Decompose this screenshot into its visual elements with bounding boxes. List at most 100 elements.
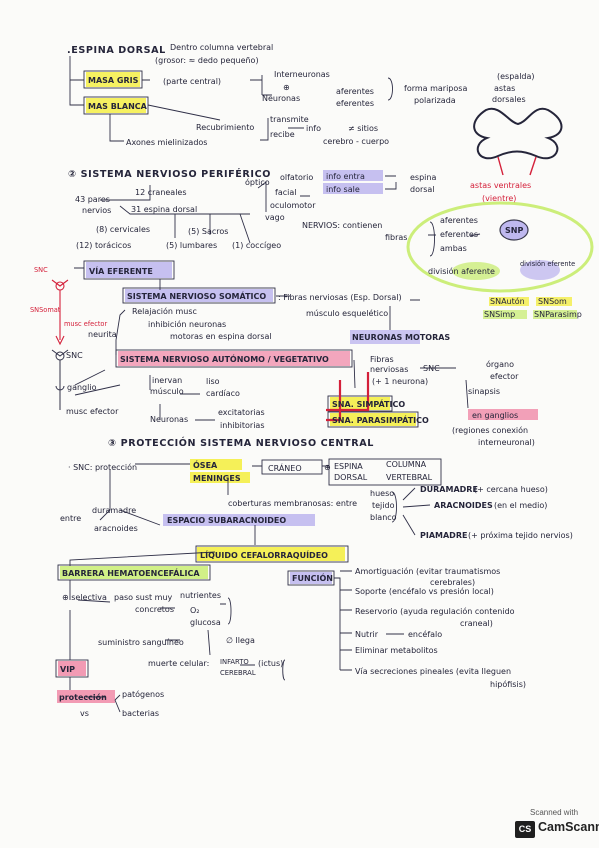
text-dorsales: dorsales — [492, 95, 526, 104]
butterfly-drawing — [473, 107, 563, 160]
text-sacros: (5) Sacros — [188, 227, 228, 236]
label-aracnoides: ARACNOIDES — [434, 501, 493, 510]
text-snc-pink: SNC — [34, 266, 48, 274]
text-f-eferentes: eferentes — [440, 230, 478, 239]
text-o2: O₂ — [190, 606, 200, 615]
text-paso: paso sust muy — [114, 593, 173, 602]
text-espina: espina — [410, 173, 436, 182]
text-entre: entre — [60, 514, 81, 523]
text-grosor: (grosor: ≈ dedo pequeño) — [155, 56, 259, 65]
text-nerviosas: nerviosas — [370, 365, 408, 374]
text-eferentes: eferentes — [336, 99, 374, 108]
label-meninges: MENINGES — [193, 474, 241, 483]
text-snsom: SNSom — [538, 297, 567, 306]
text-regiones: (regiones conexión — [452, 425, 528, 435]
text-craneal: craneal) — [460, 619, 493, 628]
text-f-ambas: ambas — [440, 244, 467, 253]
section-title-central: ③ PROTECCIÓN SISTEMA NERVIOSO CENTRAL — [108, 436, 374, 449]
text-ganglio: ganglio — [67, 383, 97, 392]
text-inhibicion: inhibición neuronas — [148, 319, 226, 329]
text-nervios: nervios — [82, 206, 111, 215]
camscanner-logo-icon: CS — [515, 821, 535, 838]
text-inhibitorias: inhibitorias — [220, 421, 265, 430]
text-aferentes: aferentes — [336, 87, 374, 96]
text-fibras: fibras — [385, 233, 407, 242]
text-toracicos: (12) torácicos — [76, 241, 131, 250]
text-espalda: (espalda) — [497, 72, 535, 81]
text-musc-efector-2: musc efector — [66, 407, 119, 416]
text-oculomotor: oculomotor — [270, 201, 316, 210]
text-recibe: recibe — [270, 130, 295, 139]
text-polarizada: polarizada — [414, 96, 456, 105]
label-neuronas-motoras: NEURONAS MOTORAS — [352, 333, 450, 342]
text-mas-neurona: (+ 1 neurona) — [372, 377, 428, 386]
text-piamadre-note: (+ próxima tejido nervios) — [468, 530, 573, 540]
text-snauton: SNAutón — [490, 296, 525, 306]
label-duramadre: DURAMADRE — [420, 485, 478, 494]
text-musculo: músculo — [150, 387, 184, 396]
text-glucosa: glucosa — [190, 618, 221, 627]
text-soporte: Soporte (encéfalo vs presión local) — [355, 586, 494, 596]
text-nervios-contienen: NERVIOS: contienen — [302, 221, 382, 230]
text-motoras: motoras en espina dorsal — [170, 332, 272, 341]
text-vs: vs — [80, 709, 89, 718]
text-interneuronal: interneuronal) — [478, 438, 535, 447]
text-division-eferente: división eferente — [520, 260, 575, 268]
highlights — [57, 72, 538, 703]
text-snc-2: SNC — [66, 351, 83, 360]
text-infarto: INFARTO — [220, 658, 249, 666]
text-neuronas-2: Neuronas — [150, 415, 188, 424]
label-funcion: FUNCIÓN — [292, 572, 333, 583]
frames — [55, 70, 442, 678]
text-neuronas: Neuronas — [262, 94, 300, 103]
label-via-eferente: VÍA EFERENTE — [89, 265, 153, 276]
text-division-aferente: división aferente — [428, 266, 495, 276]
text-f-aferentes: aferentes — [440, 216, 478, 225]
text-excitatorias: excitatorias — [218, 408, 265, 417]
text-craneales: 12 craneales — [135, 188, 187, 197]
neuron-sketch — [51, 279, 69, 346]
camscanner-name: CamScanner — [538, 820, 599, 834]
text-efector: efector — [490, 372, 519, 381]
label-osea: ÓSEA — [193, 459, 218, 470]
text-patogenos: patógenos — [122, 689, 164, 699]
label-subaracnoideo: ESPACIO SUBARACNOIDEO — [167, 516, 286, 525]
text-snparasimp: SNParasimp — [534, 310, 582, 319]
scanned-with-label: Scanned with — [529, 808, 579, 817]
section-title-periferico: ② SISTEMA NERVIOSO PERIFÉRICO — [68, 167, 271, 180]
text-cerebrales: cerebrales) — [430, 578, 475, 587]
text-espina-dorsal: 31 espina dorsal — [131, 205, 197, 214]
text-coccigeo: (1) coccígeo — [232, 241, 281, 250]
text-liso: liso — [206, 377, 220, 386]
text-reservorio: Reservorio (ayuda regulación contenido — [355, 606, 515, 616]
label-masa-gris: MASA GRIS — [88, 76, 139, 85]
text-cardiaco: cardíaco — [206, 389, 240, 398]
text-espina-3: ESPINA — [334, 462, 363, 471]
text-inervan: inervan — [152, 376, 182, 385]
text-snc-3: SNC — [423, 364, 440, 373]
text-dorsal: dorsal — [410, 185, 435, 194]
text-snsomat: SNSomat — [30, 306, 61, 314]
text-concretos: concretos — [135, 605, 174, 614]
label-liquido: LÍQUIDO CEFALORRAQUÍDEO — [200, 549, 328, 560]
text-facial: facial — [275, 188, 296, 197]
text-tejido: tejido — [372, 501, 395, 510]
text-aracnoides-note: (en el medio) — [494, 501, 547, 510]
label-vip: VIP — [60, 665, 75, 674]
text-cerebral: CEREBRAL — [220, 669, 256, 677]
plus-icon: ⊕ — [283, 83, 290, 92]
text-nutrir: Nutrir — [355, 630, 379, 639]
text-info: info — [306, 124, 321, 133]
text-hueso: hueso — [370, 489, 394, 498]
text-amortiguacion: Amortiguación (evitar traumatismos — [355, 566, 500, 576]
text-axones: Axones mielinizados — [126, 138, 207, 147]
text-info-sale: info sale — [326, 185, 360, 194]
text-43-pares: 43 pares — [75, 195, 110, 204]
text-bacterias: bacterias — [122, 709, 159, 718]
label-autonomo: SISTEMA NERVIOSO AUTÓNOMO / VEGETATIVO — [120, 353, 329, 364]
text-ne-sitios: ≠ sitios — [348, 124, 378, 133]
text-olfatorio: olfatorio — [280, 173, 313, 182]
text-recubrimiento: Recubrimiento — [196, 123, 254, 132]
